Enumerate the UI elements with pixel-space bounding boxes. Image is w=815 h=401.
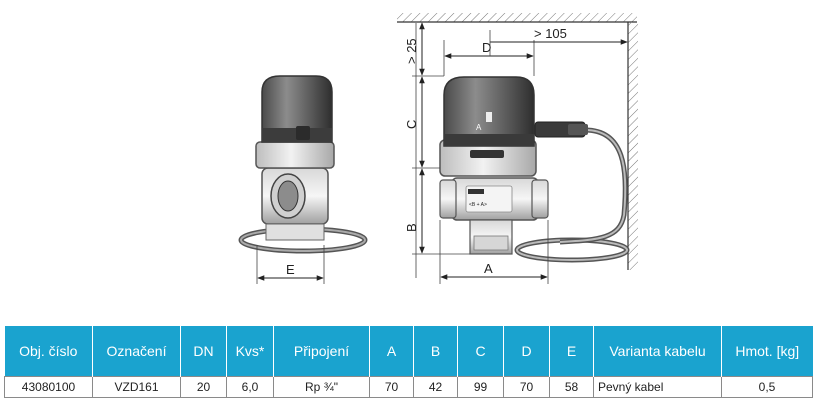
- technical-drawing: E <B + A> A: [238, 13, 638, 284]
- dim-label-a: A: [484, 261, 493, 276]
- table-header-row: Obj. číslo Označení DN Kvs* Připojení A …: [4, 326, 813, 377]
- table-cell: 99: [457, 376, 504, 398]
- side-view: E: [238, 75, 368, 284]
- header-cell: Označení: [92, 326, 181, 377]
- table-cell: 70: [503, 376, 550, 398]
- dim-label-c: C: [404, 120, 419, 129]
- front-view: <B + A> A D > 105 > 25 C B A: [397, 13, 638, 284]
- header-cell: A: [369, 326, 414, 377]
- dim-label-d: D: [482, 40, 491, 55]
- header-cell: DN: [180, 326, 227, 377]
- wall-hatch: [628, 22, 638, 270]
- header-cell: Obj. číslo: [4, 326, 93, 377]
- header-cell: Kvs*: [226, 326, 274, 377]
- dim-label-gt105: > 105: [534, 26, 567, 41]
- dim-label-e: E: [286, 262, 295, 277]
- table-row: 43080100 VZD161 20 6,0 Rp ¾" 70 42 99 70…: [4, 376, 813, 398]
- header-cell: Připojení: [273, 326, 370, 377]
- table-cell: 70: [369, 376, 414, 398]
- header-cell: Varianta kabelu: [593, 326, 722, 377]
- valve-direction-label: <B + A>: [469, 202, 487, 208]
- table-cell: 58: [549, 376, 594, 398]
- front-actuator-cap: [443, 76, 535, 147]
- table-cell: VZD161: [92, 376, 181, 398]
- header-cell: D: [503, 326, 550, 377]
- table-cell: 20: [180, 376, 227, 398]
- header-cell: Hmot. [kg]: [721, 326, 813, 377]
- header-cell: C: [457, 326, 504, 377]
- table-cell: 0,5: [721, 376, 813, 398]
- header-cell: B: [413, 326, 458, 377]
- table-cell: Rp ¾": [273, 376, 370, 398]
- dim-label-gt25: > 25: [404, 38, 419, 64]
- actuator-letter: A: [476, 123, 482, 132]
- side-actuator-cap: [261, 75, 333, 143]
- table-cell: 6,0: [226, 376, 274, 398]
- table-cell: Pevný kabel: [593, 376, 722, 398]
- table-cell: 42: [413, 376, 458, 398]
- spec-table: Obj. číslo Označení DN Kvs* Připojení A …: [4, 326, 813, 398]
- dim-label-b: B: [404, 223, 419, 232]
- table-cell: 43080100: [4, 376, 93, 398]
- header-cell: E: [549, 326, 594, 377]
- ceiling-hatch: [397, 13, 637, 22]
